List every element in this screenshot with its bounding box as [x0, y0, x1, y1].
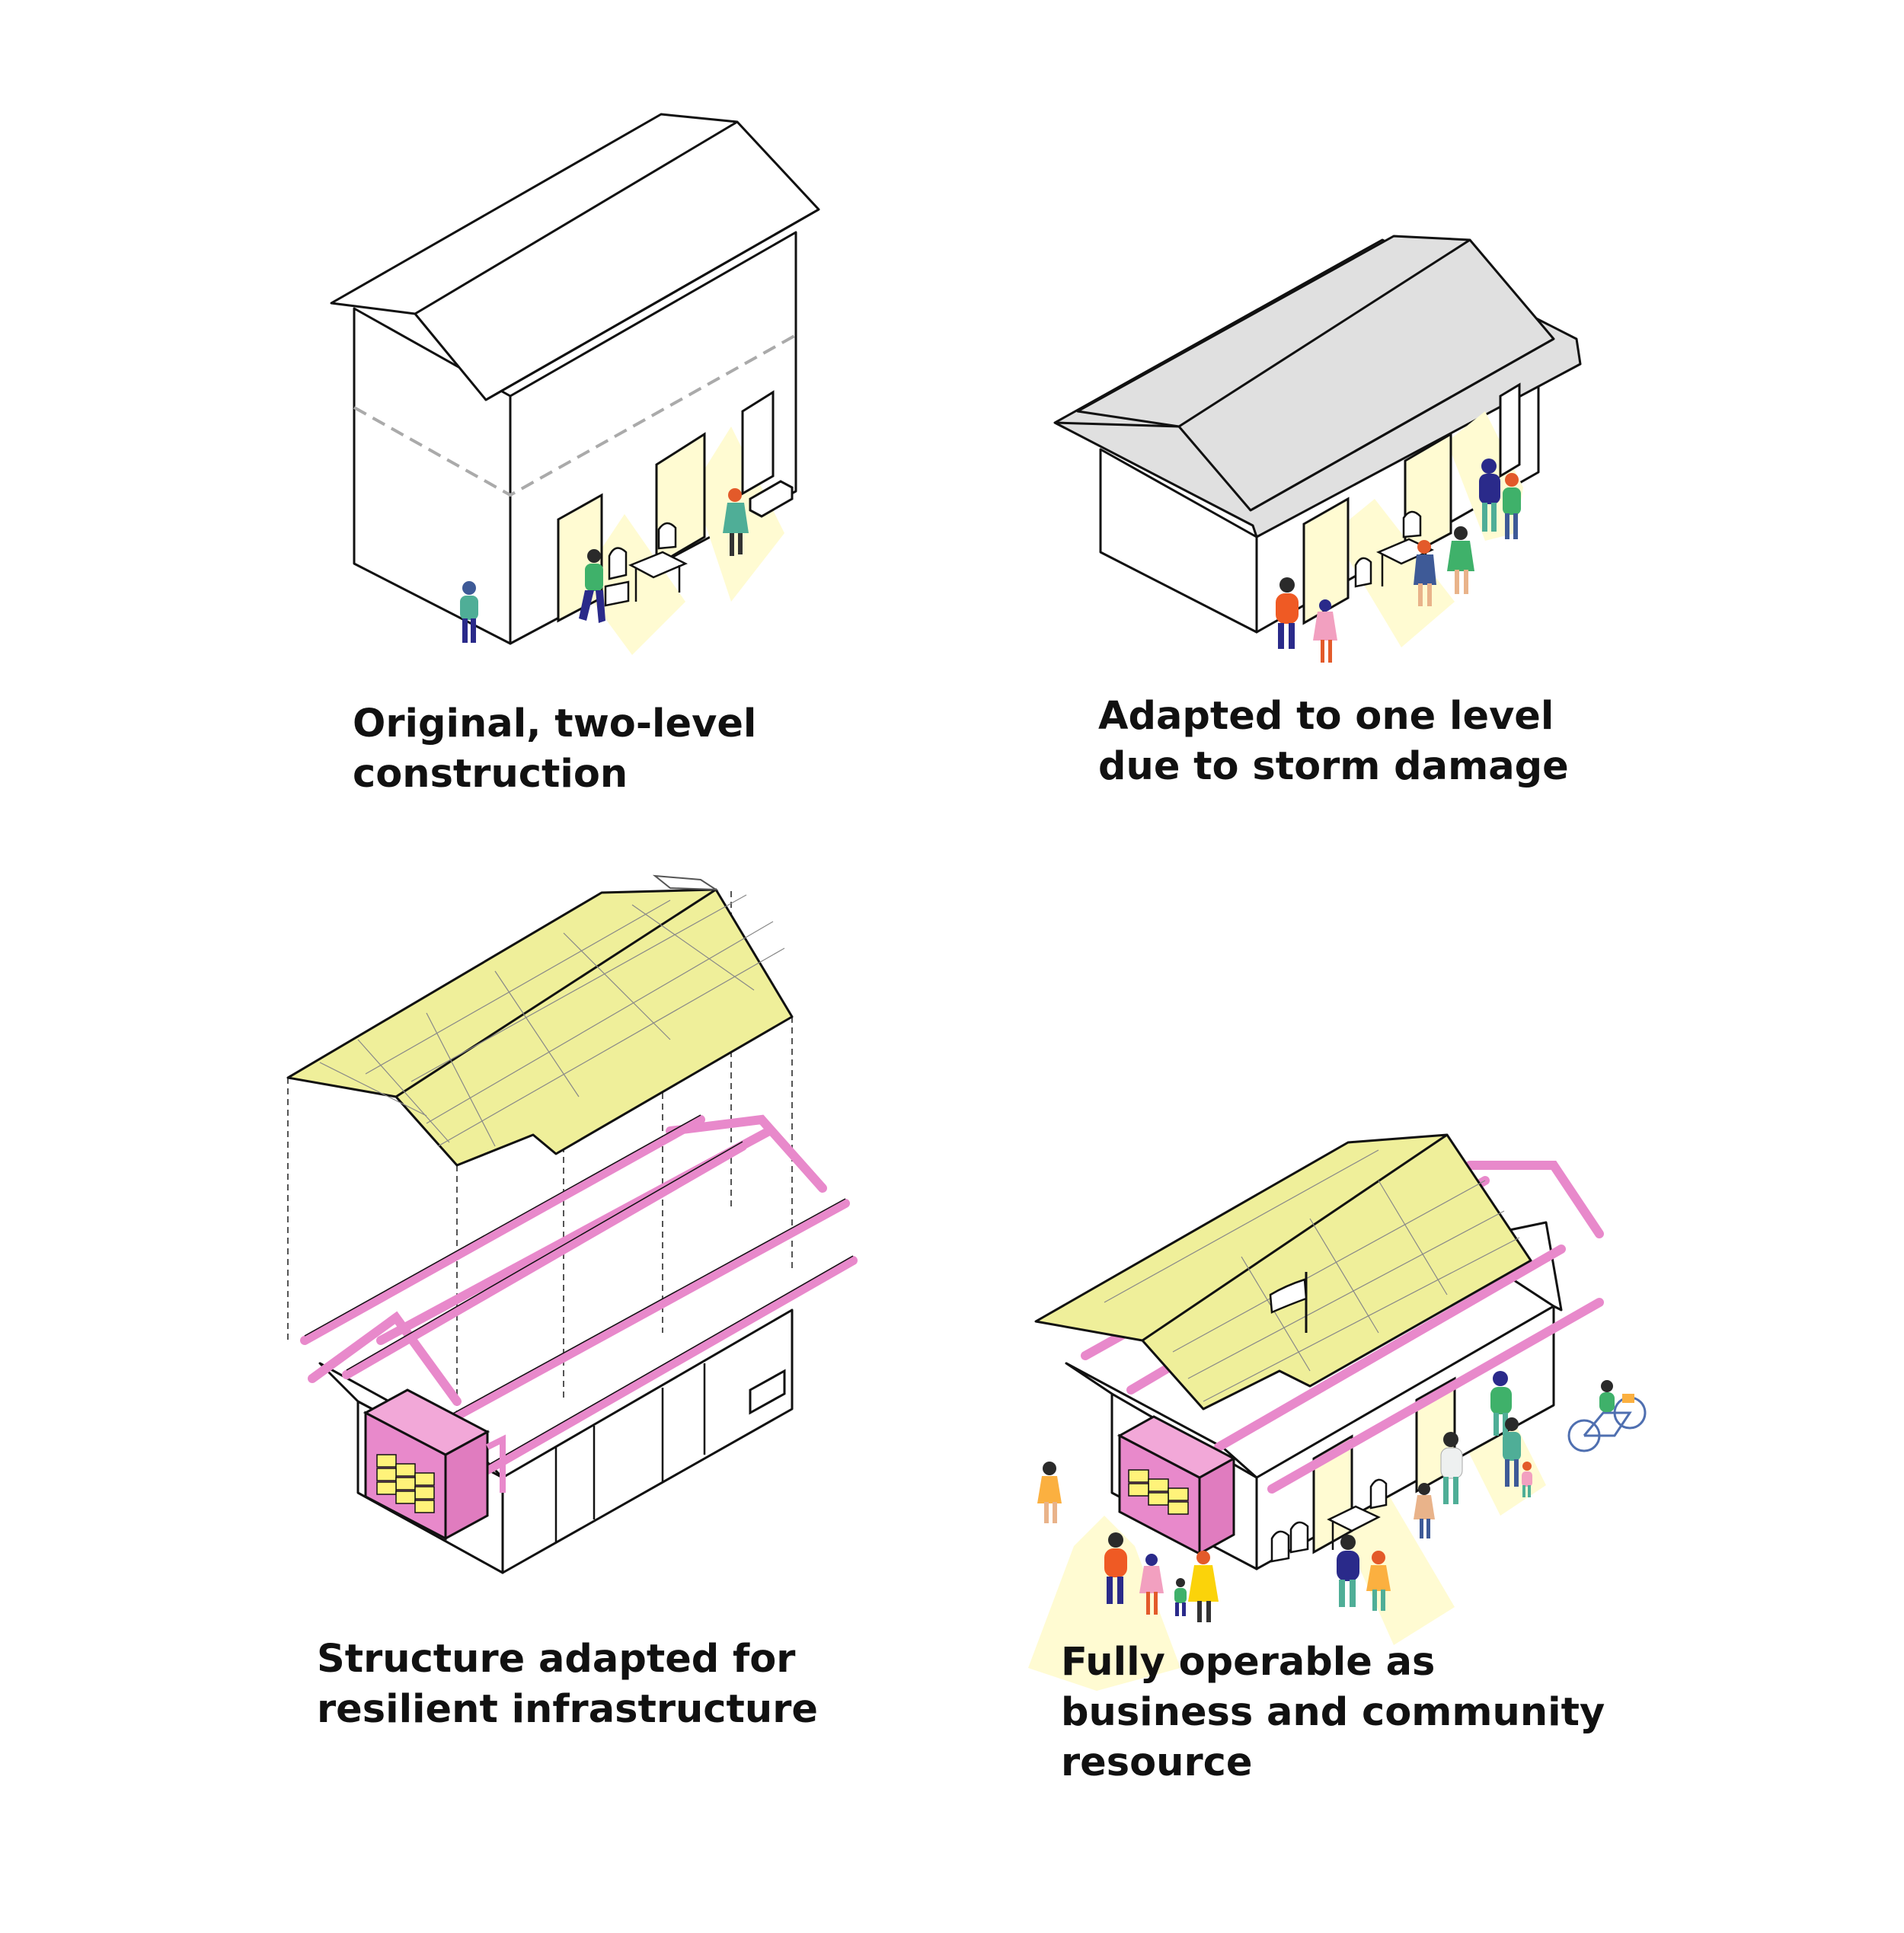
caption-adapted: Adapted to one level due to storm damage [1098, 694, 1569, 789]
bicycle-icon [1567, 1380, 1647, 1452]
person-icon-c [723, 488, 749, 556]
person-icon-p [1366, 1551, 1391, 1611]
adapted-house-illustration [1053, 235, 1582, 663]
panel-operable: Fully operable as business and community… [952, 845, 1904, 1896]
person-icon-j [1037, 1462, 1062, 1523]
person-icon-r [1440, 1432, 1463, 1504]
panel-structure: Structure adapted for resilient infrastr… [0, 845, 952, 1732]
person-icon-m [1188, 1551, 1219, 1622]
caption-original: Original, two-level construction [353, 701, 757, 797]
person-icon-o [1337, 1535, 1359, 1607]
person-icon-n [1174, 1578, 1187, 1616]
operable-house-illustration [1028, 1133, 1647, 1691]
flag-icon [1269, 1272, 1308, 1333]
person-icon-q [1414, 1483, 1435, 1538]
structure-exploded-illustration [286, 874, 858, 1574]
person-icon-a [460, 581, 478, 643]
person-icon-t [1503, 1417, 1521, 1487]
original-house-illustration [330, 113, 820, 655]
panel-original: Original, two-level construction [0, 0, 952, 823]
person-icon-h [1479, 458, 1500, 532]
person-icon-d [1276, 577, 1299, 649]
person-icon-g [1447, 526, 1474, 594]
person-icon-e [1313, 599, 1337, 663]
caption-operable: Fully operable as business and community… [1061, 1640, 1605, 1785]
person-icon-u [1522, 1462, 1532, 1497]
person-icon-b [579, 549, 605, 623]
person-icon-k [1104, 1532, 1127, 1604]
person-icon-i [1503, 473, 1521, 539]
person-icon-l [1139, 1554, 1164, 1615]
panel-adapted: Adapted to one level due to storm damage [952, 0, 1904, 823]
person-icon-f [1414, 540, 1436, 606]
caption-structure: Structure adapted for resilient infrastr… [317, 1637, 818, 1732]
